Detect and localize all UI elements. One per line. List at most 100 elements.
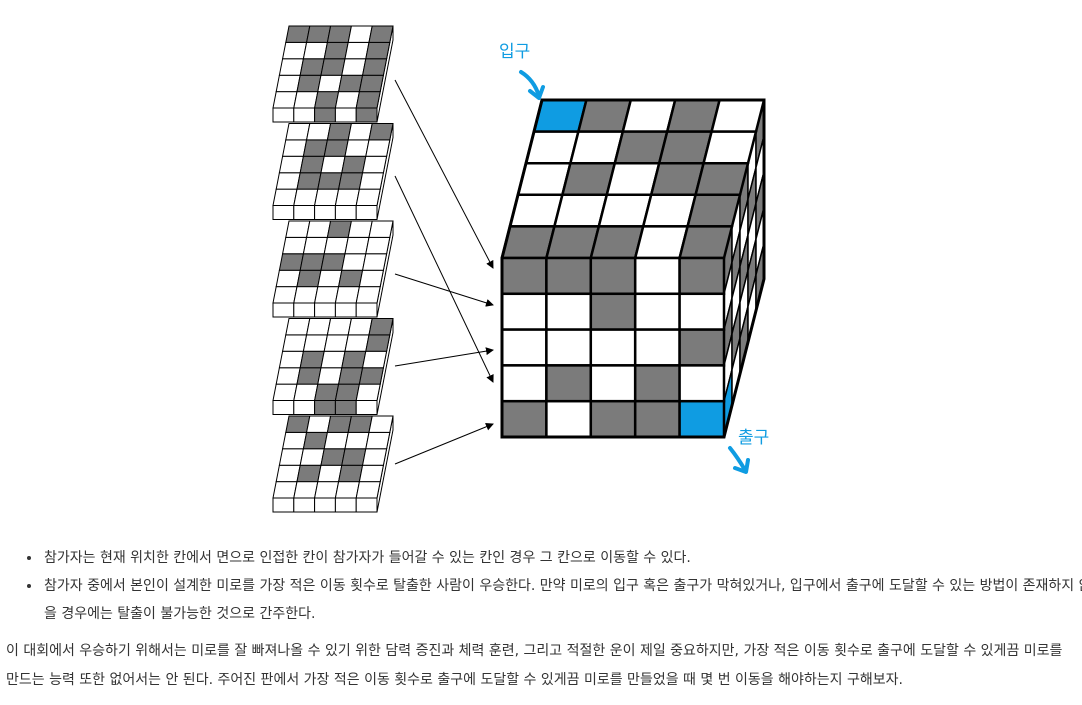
maze-cube [500, 98, 766, 439]
cube-front-cell [589, 399, 637, 439]
layer-edge-cell [293, 302, 316, 318]
layer-cell [361, 350, 388, 369]
layer-cell [272, 383, 298, 401]
layer-cell [347, 318, 373, 336]
layer-cell [317, 172, 343, 190]
layer-arrow [394, 422, 494, 465]
layer-arrow [394, 175, 494, 383]
layer-cell [323, 334, 349, 352]
layer-cell [368, 318, 394, 336]
layer-cell [305, 25, 332, 43]
layer-cell [296, 172, 322, 190]
cube-front-cell [678, 364, 726, 403]
layer-cell [302, 334, 329, 352]
layer-cell [337, 367, 364, 385]
layer-edge-cell [355, 400, 378, 415]
layer-arrow [394, 273, 494, 307]
cube-front-cell [589, 292, 637, 331]
cube-front-cell [589, 256, 637, 296]
layer-cell [296, 367, 322, 385]
layer-cell [358, 269, 385, 288]
layer-cell [368, 220, 394, 238]
layer-cell [368, 415, 394, 433]
layer-cell [305, 318, 332, 336]
layer-cell [320, 58, 346, 76]
layer-cell [299, 155, 325, 174]
entrance-label: 입구 [499, 42, 530, 62]
layer-cell [337, 74, 364, 93]
layer-cell [281, 334, 308, 352]
layer-cell [326, 415, 353, 433]
cube-top-cell [709, 98, 766, 133]
cube-side-face [723, 99, 765, 438]
layer-cell [281, 236, 308, 255]
layer-cell [302, 431, 329, 450]
layer-edge-cell [355, 497, 378, 513]
layer-cell [281, 41, 308, 60]
layer-cell [326, 25, 353, 43]
layer-edge-cell [334, 497, 357, 513]
layer-cell [278, 448, 305, 466]
layer-cell [326, 318, 353, 336]
layer-cell [313, 188, 340, 206]
layer-cell [293, 383, 319, 401]
layer-cell [317, 74, 343, 93]
exit-arrow-icon [728, 446, 747, 472]
layer-cell [334, 91, 361, 109]
layer-cell [358, 172, 385, 190]
maze-cube-figure: 입구 출구 [272, 25, 769, 513]
layer-cell [341, 155, 367, 174]
layer-cell [355, 383, 381, 401]
layer-cell [355, 286, 381, 304]
layer-cell [341, 448, 367, 466]
layer-cell [299, 448, 325, 466]
cube-front-face [500, 256, 726, 439]
cube-front-cell [589, 328, 637, 367]
cube-front-cell [500, 399, 548, 439]
cube-front-cell [500, 292, 548, 331]
layer-cell [317, 367, 343, 385]
layer-cell [368, 25, 394, 43]
layer-cell [313, 383, 340, 401]
cube-top-cell [701, 130, 758, 165]
layer-cell [334, 481, 361, 499]
layer-cell [323, 139, 349, 157]
layer-cell [285, 415, 311, 433]
layer-cell [320, 253, 346, 271]
layer-cell [317, 464, 343, 483]
layer-edge-cell [272, 302, 295, 318]
cube-front-cell [678, 292, 726, 331]
layer-edge-cell [293, 497, 316, 513]
layer-cell [272, 286, 298, 304]
layer-cell [285, 220, 311, 238]
layer-cell [361, 448, 388, 466]
layer-cell [344, 431, 370, 450]
layer-cell [344, 236, 370, 255]
layer-cell [355, 188, 381, 206]
layer-cell [278, 58, 305, 76]
layer-cell [347, 220, 373, 238]
problem-paragraph: 이 대회에서 우승하기 위해서는 미로를 잘 빠져나올 수 있기 위한 담력 증… [6, 643, 1063, 688]
layer-cell [334, 286, 361, 304]
cube-top-face [500, 98, 766, 260]
layer-edge-cell [293, 205, 316, 220]
layer-cell [326, 220, 353, 238]
layer-edge-cell [314, 302, 336, 318]
layer-edge-cell [314, 497, 336, 513]
layer-cell [320, 350, 346, 369]
cube-front-cell [589, 364, 637, 403]
layer-cell [368, 123, 394, 141]
layer-board [272, 415, 394, 513]
layer-cell [337, 172, 364, 190]
layer-cell [272, 188, 298, 206]
layer-cell [285, 25, 311, 43]
cube-front-cell [633, 328, 681, 367]
layer-edge-cell [272, 497, 295, 513]
layer-edge-cell [355, 205, 378, 220]
layer-cell [313, 91, 340, 109]
layer-cell [299, 253, 325, 271]
layer-board [272, 25, 394, 123]
layer-edge-cell [355, 107, 378, 123]
layer-cell [293, 286, 319, 304]
layer-cell [358, 74, 385, 93]
